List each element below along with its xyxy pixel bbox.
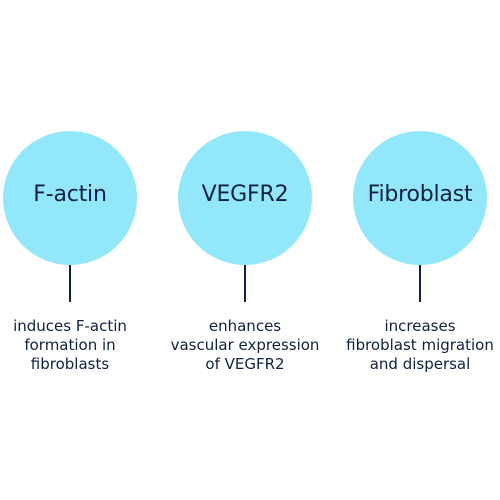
concept-circle-f-actin: F-actin bbox=[3, 131, 137, 265]
concept-circle-fibroblast: Fibroblast bbox=[353, 131, 487, 265]
concept-description: induces F-actin formation in fibroblasts bbox=[0, 317, 190, 374]
description-line: and dispersal bbox=[369, 355, 471, 373]
concept-title: Fibroblast bbox=[367, 182, 473, 207]
description-line: induces F-actin bbox=[13, 317, 127, 335]
description-line: of VEGFR2 bbox=[205, 355, 285, 373]
concept-title: F-actin bbox=[33, 182, 107, 207]
concept-f-actin: F-actin induces F-actin formation in fib… bbox=[0, 0, 190, 500]
description-line: fibroblast migration bbox=[346, 336, 494, 354]
concept-circle-vegfr2: VEGFR2 bbox=[178, 131, 312, 265]
concept-title: VEGFR2 bbox=[201, 182, 289, 207]
description-line: vascular expression bbox=[170, 336, 320, 354]
concept-vegfr2: VEGFR2 enhances vascular expression of V… bbox=[125, 0, 365, 500]
connector-line bbox=[244, 265, 246, 302]
concept-description: increases fibroblast migration and dispe… bbox=[300, 317, 500, 374]
description-line: fibroblasts bbox=[30, 355, 110, 373]
description-line: formation in bbox=[24, 336, 116, 354]
concept-fibroblast: Fibroblast increases fibroblast migratio… bbox=[300, 0, 500, 500]
connector-line bbox=[69, 265, 71, 302]
description-line: increases bbox=[384, 317, 456, 335]
description-line: enhances bbox=[208, 317, 282, 335]
connector-line bbox=[419, 265, 421, 302]
concept-description: enhances vascular expression of VEGFR2 bbox=[125, 317, 365, 374]
